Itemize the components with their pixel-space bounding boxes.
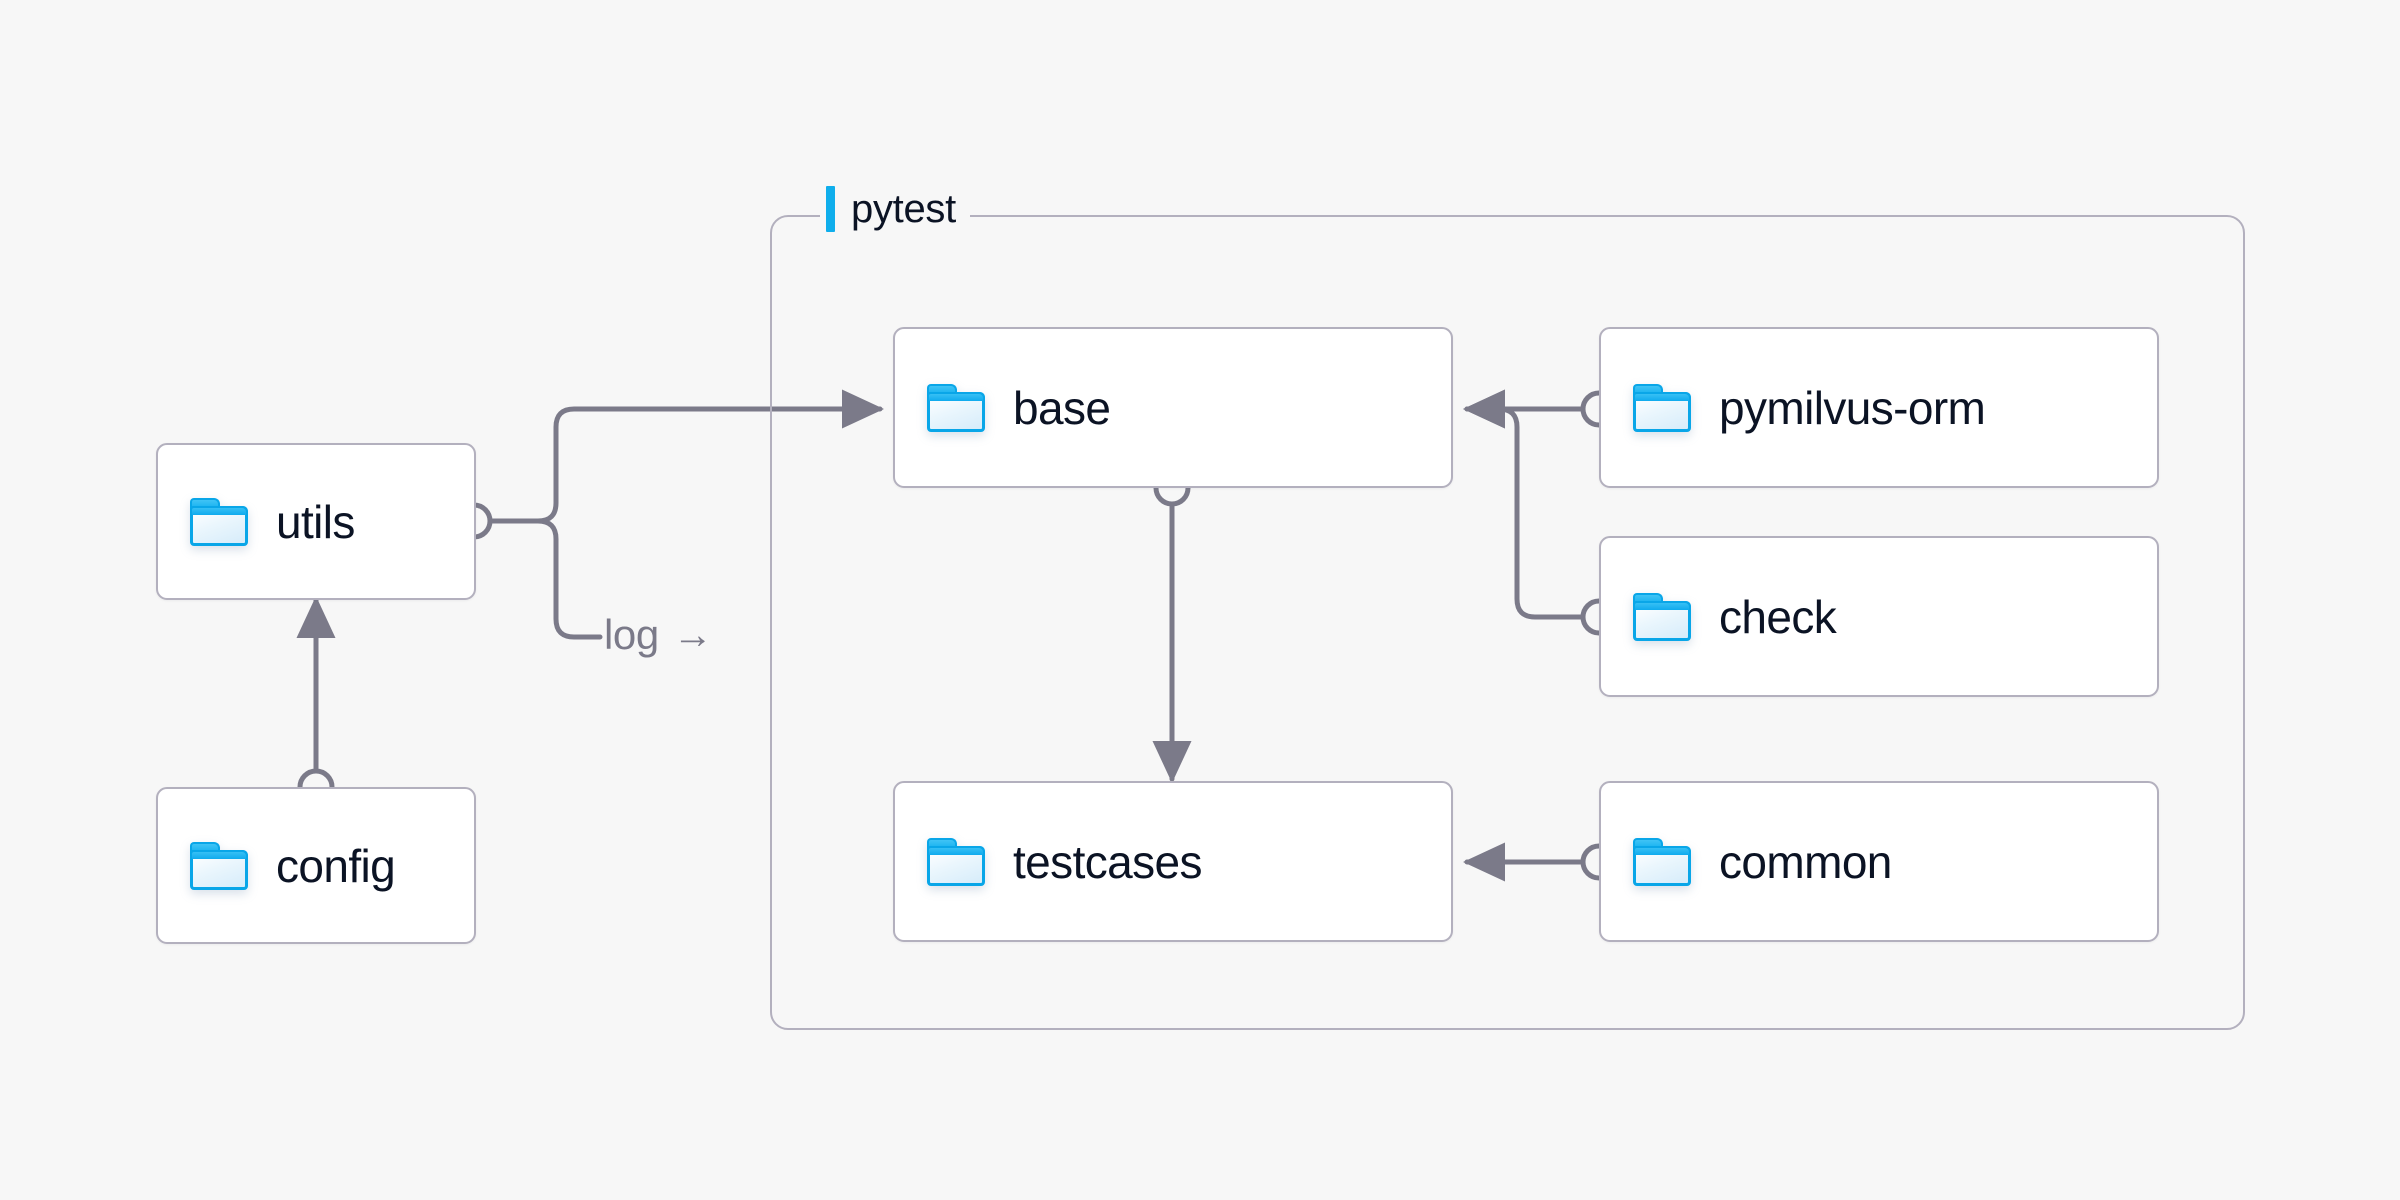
edge-label-log-text: log xyxy=(604,611,659,658)
node-config[interactable]: config xyxy=(156,787,476,944)
node-check-label: check xyxy=(1719,590,1837,643)
node-pymilvus-orm[interactable]: pymilvus-orm xyxy=(1599,327,2159,488)
node-testcases-label: testcases xyxy=(1013,835,1203,888)
node-config-label: config xyxy=(276,839,396,892)
node-common[interactable]: common xyxy=(1599,781,2159,942)
folder-icon xyxy=(1633,592,1691,641)
group-pytest-label: pytest xyxy=(820,186,970,232)
node-base[interactable]: base xyxy=(893,327,1453,488)
folder-icon xyxy=(190,841,248,890)
node-check[interactable]: check xyxy=(1599,536,2159,697)
folder-icon xyxy=(190,497,248,546)
node-utils-label: utils xyxy=(276,495,355,548)
node-common-label: common xyxy=(1719,835,1892,888)
group-pytest[interactable] xyxy=(770,215,2245,1030)
folder-icon xyxy=(1633,383,1691,432)
node-testcases[interactable]: testcases xyxy=(893,781,1453,942)
arrow-right-icon: → xyxy=(672,613,713,657)
node-pymilvus-orm-label: pymilvus-orm xyxy=(1719,381,1986,434)
accent-bar-icon xyxy=(826,186,835,232)
folder-icon xyxy=(1633,837,1691,886)
edge-check-base xyxy=(1462,389,1586,620)
edge-utils-base xyxy=(535,389,885,524)
node-base-label: base xyxy=(1013,381,1111,434)
node-utils[interactable]: utils xyxy=(156,443,476,600)
edge-utils-log xyxy=(535,518,603,640)
folder-icon xyxy=(927,383,985,432)
edge-label-log: log → xyxy=(604,611,713,658)
group-pytest-title: pytest xyxy=(851,187,956,231)
folder-icon xyxy=(927,837,985,886)
